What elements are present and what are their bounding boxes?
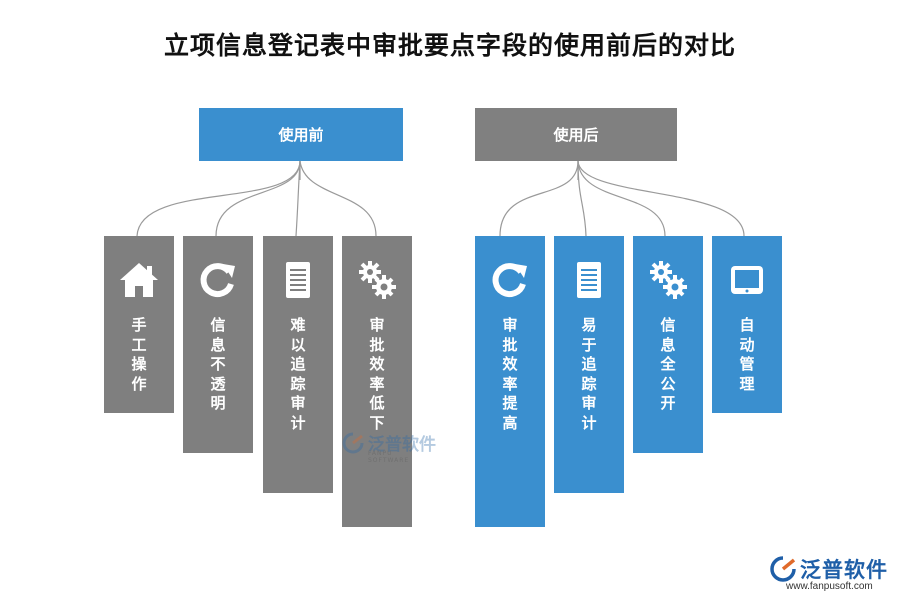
before-label-4: 审批效率低下 (369, 316, 385, 432)
connector-after-3 (577, 160, 666, 237)
after-card-1: 审批效率提高 (475, 236, 545, 527)
before-label-2: 信息不透明 (210, 316, 226, 412)
brand-url: www.fanpusoft.com (786, 581, 873, 592)
after-label-4: 自动管理 (739, 316, 755, 393)
page-title: 立项信息登记表中审批要点字段的使用前后的对比 (163, 31, 736, 60)
before-card-1: 手工操作 (104, 236, 174, 413)
connector-before-1 (136, 160, 301, 237)
after-card-3: 信息全公开 (633, 236, 703, 453)
refresh-icon (492, 263, 527, 298)
after-header: 使用后 (475, 108, 677, 161)
tablet-icon (731, 266, 763, 294)
after-label-2: 易于追踪审计 (581, 316, 597, 432)
document-icon (577, 262, 601, 298)
after-label-3: 信息全公开 (660, 316, 676, 412)
connector-after-1 (499, 160, 579, 237)
before-card-3: 难以追踪审计 (263, 236, 333, 493)
brand-logo: 泛普软件 (770, 554, 888, 584)
home-icon (120, 263, 158, 297)
gears-icon (359, 261, 396, 299)
before-card-4: 审批效率低下 (342, 236, 412, 527)
fanpu-logo-icon (342, 432, 364, 453)
fanpu-logo-icon (770, 556, 796, 582)
gears-icon (650, 261, 687, 299)
connector-before-4 (299, 160, 377, 237)
before-header: 使用前 (199, 108, 403, 161)
refresh-icon (200, 263, 235, 298)
after-header-label: 使用后 (553, 126, 599, 144)
watermark: 泛普软件 FANPU SOFTWARE (342, 430, 436, 464)
after-card-4: 自动管理 (712, 236, 782, 413)
brand-name: 泛普软件 (800, 558, 888, 582)
after-label-1: 审批效率提高 (502, 316, 518, 432)
document-icon (286, 262, 310, 298)
before-header-label: 使用前 (278, 126, 324, 144)
watermark-subtext: FANPU SOFTWARE (368, 450, 410, 464)
before-card-2: 信息不透明 (183, 236, 253, 453)
before-label-3: 难以追踪审计 (290, 316, 306, 432)
after-card-2: 易于追踪审计 (554, 236, 624, 493)
connector-before-2 (215, 160, 301, 237)
before-label-1: 手工操作 (131, 316, 147, 393)
connector-after-4 (577, 160, 745, 237)
watermark-text: 泛普软件 (368, 435, 436, 455)
